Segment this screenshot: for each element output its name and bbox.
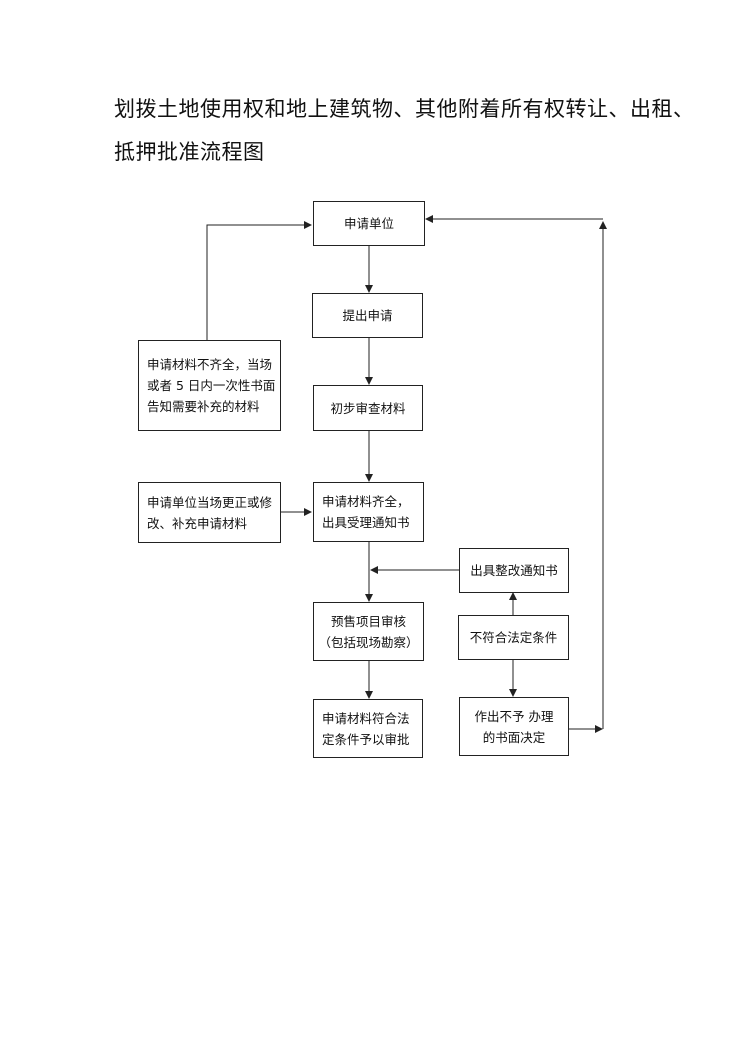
node-amend-line-1: 申请单位当场更正或修 [147,494,273,510]
node-presale: 预售项目审核 （包括现场勘察） [313,602,424,661]
node-applicant-line-1: 申请单位 [343,216,394,231]
node-incomplete: 申请材料不齐全，当场 或者 5 日内一次性书面 告知需要补充的材料 [138,340,281,431]
node-submit-line-1: 提出申请 [342,308,393,323]
node-reject-line-2: 的书面决定 [482,729,546,745]
node-nonconform-line-1: 不符合法定条件 [469,630,558,645]
arrow-incomplete-to-applicant [206,221,312,340]
node-review: 初步审查材料 [313,385,423,431]
node-nonconform: 不符合法定条件 [458,615,569,660]
page-title: 划拨土地使用权和地上建筑物、其他附着所有权转让、出租、 抵押批准流程图 [114,88,695,174]
node-reject-line-1: 作出不予 办理 [474,708,554,724]
node-amend: 申请单位当场更正或修 改、补充申请材料 [138,482,281,543]
node-rectify-line-1: 出具整改通知书 [470,563,558,578]
node-complete-line-2: 出具受理通知书 [322,515,410,530]
title-line-1: 划拨土地使用权和地上建筑物、其他附着所有权转让、出租、 [114,97,695,121]
node-amend-line-2: 改、补充申请材料 [147,515,248,531]
node-approve: 申请材料符合法 定条件予以审批 [313,699,423,758]
node-incomplete-line-2: 或者 5 日内一次性书面 [147,378,276,393]
node-complete-line-1: 申请材料齐全， [322,494,410,509]
node-presale-line-1: 预售项目审核 [330,613,406,629]
node-applicant: 申请单位 [313,201,425,246]
node-reject: 作出不予 办理 的书面决定 [459,697,569,756]
node-incomplete-line-1: 申请材料不齐全，当场 [147,357,273,372]
node-approve-line-1: 申请材料符合法 [322,710,410,726]
node-complete: 申请材料齐全， 出具受理通知书 [313,482,424,542]
node-rectify: 出具整改通知书 [459,548,569,593]
node-approve-line-2: 定条件予以审批 [322,731,410,747]
node-submit: 提出申请 [312,293,423,338]
node-incomplete-line-3: 告知需要补充的材料 [147,399,260,414]
node-presale-line-2: （包括现场勘察） [318,634,419,650]
node-review-line-1: 初步审查材料 [330,400,406,416]
title-line-2: 抵押批准流程图 [114,140,265,164]
